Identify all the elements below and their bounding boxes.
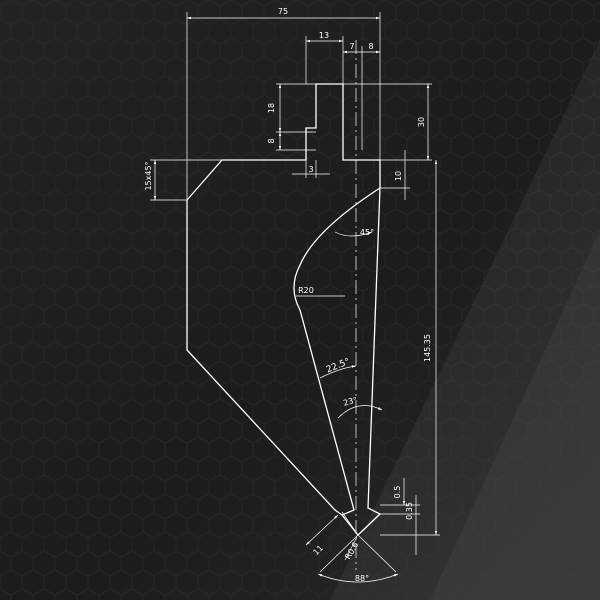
label-7: 7: [349, 42, 354, 51]
label-13: 13: [319, 31, 329, 40]
tool-outline: [186, 83, 382, 536]
label-035: 0.35: [405, 502, 414, 520]
tip-ext-right: [357, 534, 397, 573]
arc-22-5: [319, 365, 357, 379]
label-75: 75: [278, 7, 288, 16]
arc-23: [337, 405, 383, 419]
label-145: 145.35: [423, 334, 432, 362]
label-chamfer: 15x45°: [144, 161, 153, 190]
light-diagonal-band: [330, 40, 600, 600]
label-8-left: 8: [267, 138, 276, 143]
arc-45: [334, 231, 373, 237]
light-diagonal-band-2: [430, 230, 600, 600]
label-10: 10: [394, 171, 403, 181]
label-88: 88°: [355, 574, 369, 583]
label-23: 23°: [342, 395, 358, 407]
drawing-lines: [186, 83, 382, 536]
arc-88: [317, 573, 399, 583]
r06-leader: [344, 536, 358, 561]
label-18: 18: [267, 103, 276, 113]
label-45: 45°: [360, 228, 374, 237]
tip-ext-left: [319, 534, 359, 573]
dim-11: [305, 514, 339, 546]
label-r20: R20: [298, 286, 314, 295]
label-3: 3: [308, 165, 313, 174]
label-8-top: 8: [368, 42, 373, 51]
label-05: 0.5: [393, 486, 402, 499]
label-30: 30: [417, 117, 426, 127]
